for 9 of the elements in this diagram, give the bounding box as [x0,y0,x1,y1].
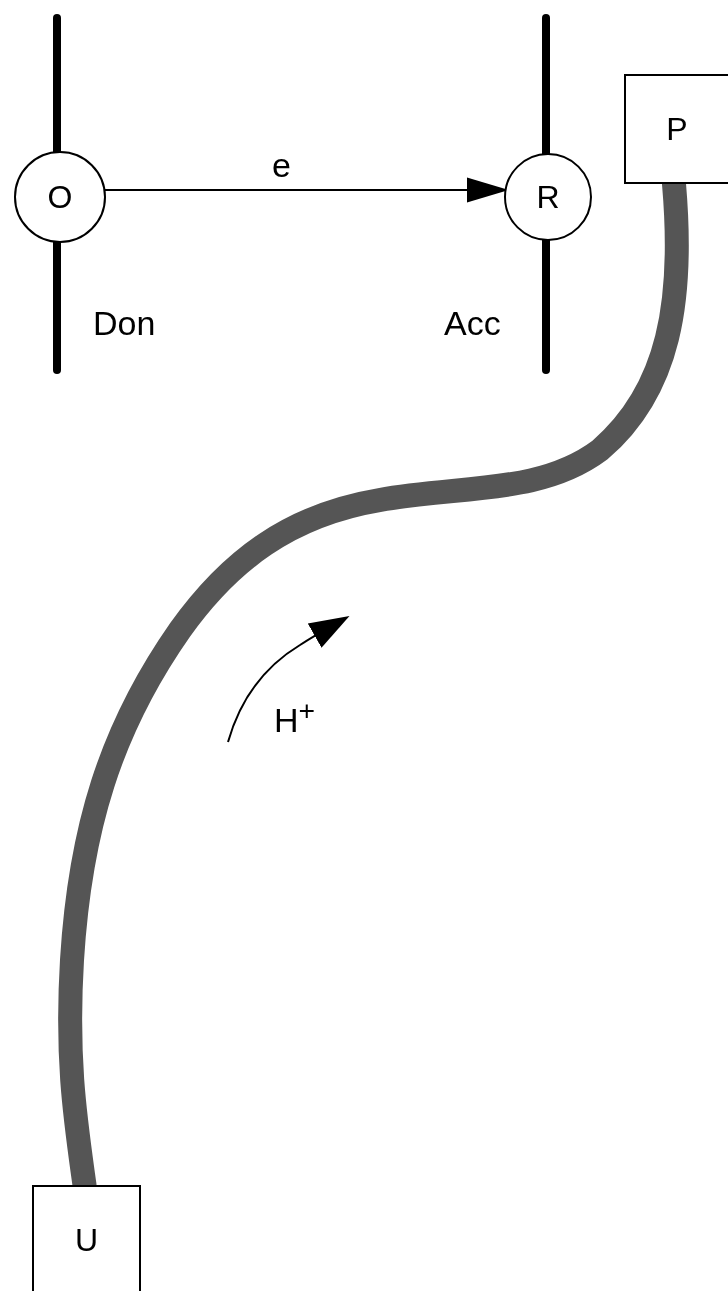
box-node [32,1185,141,1291]
node-label: U [74,1224,99,1256]
electrode-label: Don [93,306,156,340]
node-label: R [536,181,560,213]
node-label: O [47,181,73,213]
ion-label: H$^{+}$ [274,696,316,738]
electrode-label: Acc [444,306,501,340]
box-node [624,74,728,184]
node-label: P [666,113,688,145]
